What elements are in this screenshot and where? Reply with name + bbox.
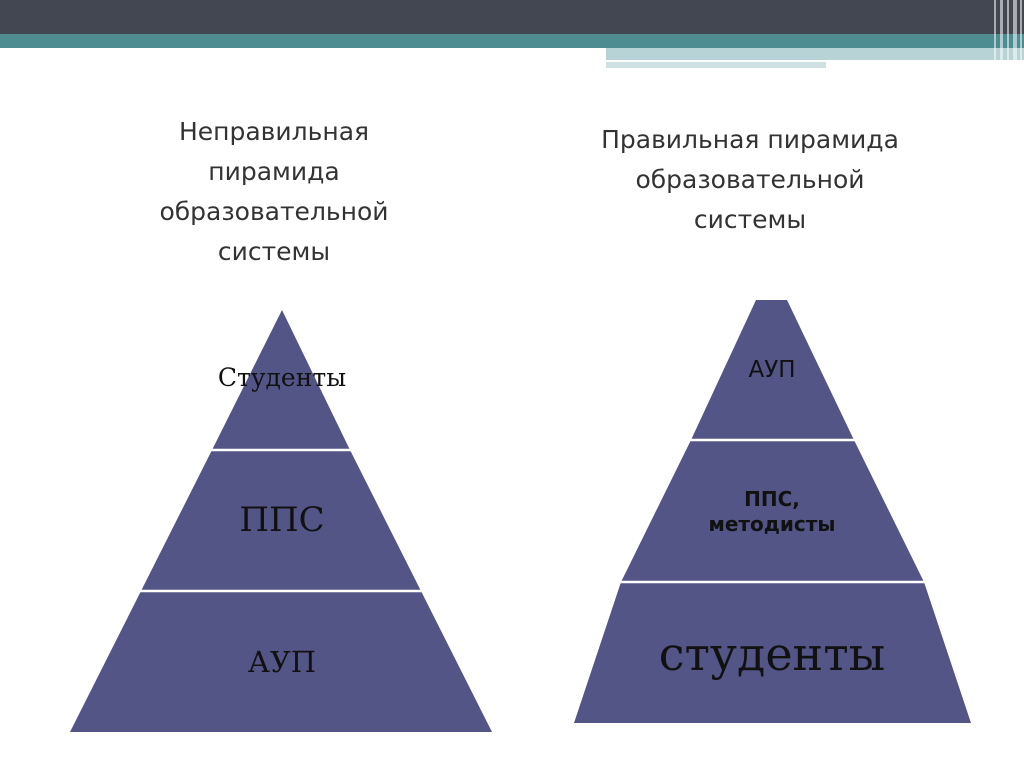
- header-corner-stripes: [990, 0, 1024, 70]
- header-light-band: [606, 48, 1024, 60]
- incorrect-pyramid: Студенты ППС АУП: [70, 310, 492, 732]
- left-tier-bottom-label: АУП: [248, 645, 316, 679]
- correct-pyramid-heading: Правильная пирамида образовательной сист…: [601, 125, 899, 234]
- header-dark-bar: [0, 0, 1024, 34]
- left-tier-middle-label: ППС: [239, 500, 324, 540]
- right-tier-bottom: [574, 582, 971, 723]
- header-teal-band: [0, 34, 1024, 48]
- correct-pyramid: АУП ППС, методисты студенты: [574, 300, 971, 723]
- left-tier-top: [212, 310, 350, 450]
- incorrect-pyramid-heading: Неправильная пирамида образовательной си…: [159, 117, 389, 266]
- right-tier-bottom-label: студенты: [659, 627, 886, 681]
- right-tier-middle-label-line1: ППС,: [744, 487, 800, 511]
- left-tier-bottom: [70, 591, 492, 732]
- right-tier-middle: [621, 440, 924, 582]
- right-tier-top: [691, 300, 854, 440]
- right-tier-middle-label-line2: методисты: [709, 512, 836, 536]
- right-tier-top-label: АУП: [748, 357, 795, 383]
- left-tier-top-label: Студенты: [218, 363, 346, 392]
- left-tier-middle: [141, 450, 421, 591]
- header-light-band-thin: [606, 62, 826, 68]
